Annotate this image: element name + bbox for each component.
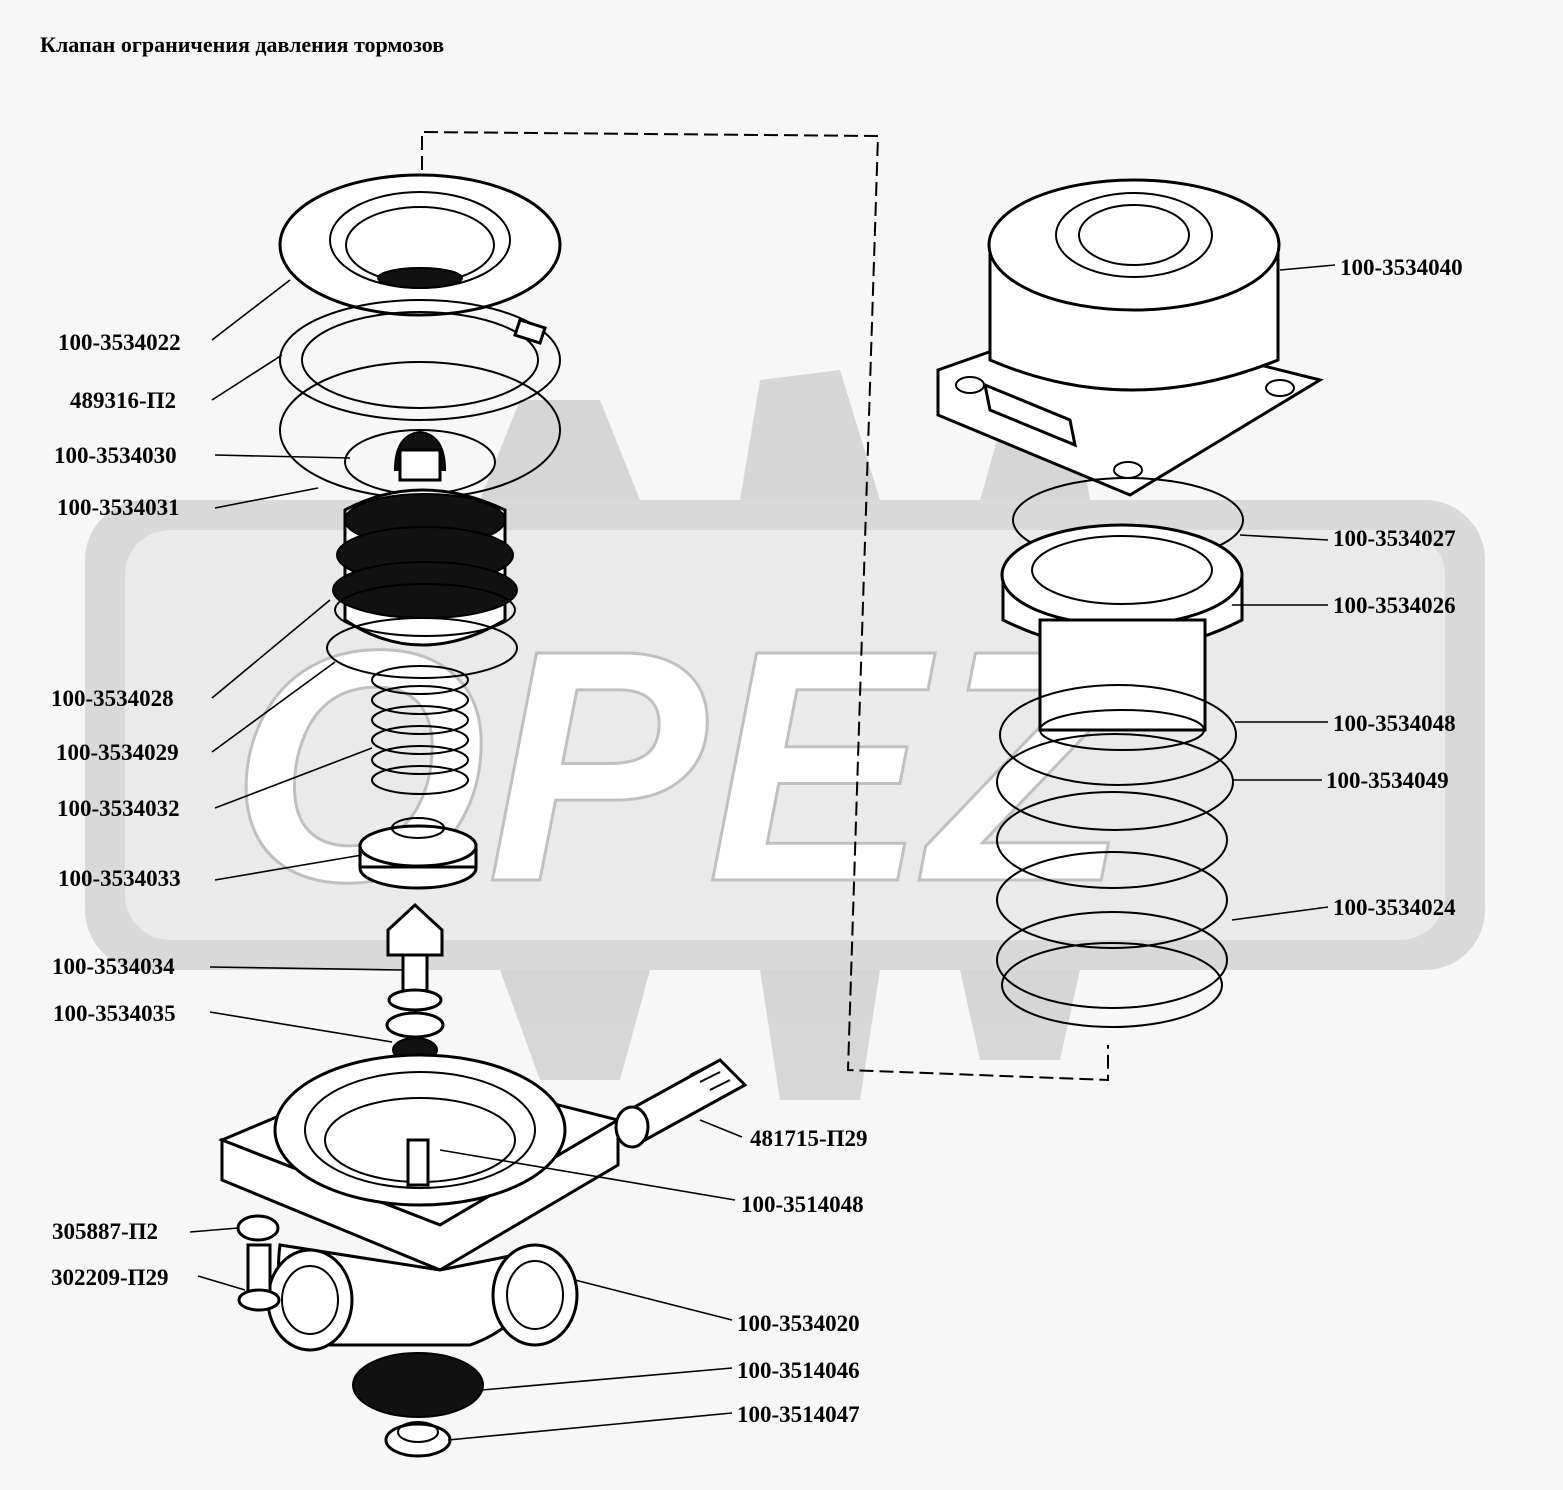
callout-481715-P29: 481715-П29 bbox=[750, 1126, 868, 1151]
callout-100-3534035: 100-3534035 bbox=[53, 1001, 176, 1026]
assembly-link-line bbox=[421, 130, 1109, 1082]
part-100-3534034-pin bbox=[386, 902, 444, 1012]
callout-100-3514048: 100-3514048 bbox=[741, 1192, 864, 1217]
watermark-gear-teeth bbox=[480, 370, 1090, 500]
callout-100-3514046: 100-3514046 bbox=[737, 1358, 860, 1383]
callout-100-3534027: 100-3534027 bbox=[1333, 526, 1456, 551]
callout-100-3534020: 100-3534020 bbox=[737, 1311, 860, 1336]
callout-489316-P2: 489316-П2 bbox=[70, 388, 176, 413]
part-100-3534024-spring bbox=[996, 791, 1228, 1028]
part-100-3534032-spring bbox=[371, 665, 469, 795]
part-100-3514047-cap bbox=[384, 1421, 452, 1458]
callout-100-3534030: 100-3534030 bbox=[54, 443, 177, 468]
callout-100-3534034: 100-3534034 bbox=[52, 954, 175, 979]
part-100-3534040-cover bbox=[936, 178, 1324, 497]
callout-100-3534031: 100-3534031 bbox=[57, 495, 180, 520]
part-305887-P2-washer bbox=[236, 1214, 280, 1242]
callout-labels: 100-3534040 100-3534022 489316-П2 100-35… bbox=[51, 255, 1463, 1427]
part-302209-P29-bolt bbox=[237, 1243, 281, 1312]
part-481715-P29-nipple bbox=[614, 1058, 748, 1149]
callout-100-3534022: 100-3534022 bbox=[58, 330, 181, 355]
page-title: Клапан ограничения давления тормозов bbox=[40, 32, 445, 57]
callout-305887-P2: 305887-П2 bbox=[52, 1219, 158, 1244]
leader-lines bbox=[189, 264, 1336, 1441]
callout-100-3534033: 100-3534033 bbox=[58, 866, 181, 891]
part-100-3534028-piston bbox=[332, 488, 518, 647]
callout-100-3534028: 100-3534028 bbox=[51, 686, 174, 711]
callout-100-3534024: 100-3534024 bbox=[1333, 895, 1456, 920]
part-100-3534033-seat bbox=[358, 817, 478, 890]
callout-302209-P29: 302209-П29 bbox=[51, 1265, 169, 1290]
callout-100-3534026: 100-3534026 bbox=[1333, 593, 1456, 618]
callout-100-3514047: 100-3514047 bbox=[737, 1402, 860, 1427]
watermark-text: OPEZ bbox=[230, 581, 1143, 950]
part-100-3534049-washer bbox=[996, 733, 1234, 831]
part-100-3534020-body bbox=[218, 1053, 622, 1352]
part-489316-P2-circlip bbox=[279, 299, 561, 421]
callout-100-3534032: 100-3534032 bbox=[57, 796, 180, 821]
part-100-3534048-spring-seat bbox=[999, 684, 1237, 786]
callout-100-3534040: 100-3534040 bbox=[1340, 255, 1463, 280]
part-100-3534029-oring bbox=[326, 617, 518, 679]
watermark: OPEZ bbox=[85, 370, 1485, 1100]
part-100-3534026-piston bbox=[1000, 523, 1244, 751]
callout-100-3534049: 100-3534049 bbox=[1326, 768, 1449, 793]
part-100-3534030-valve bbox=[344, 429, 496, 495]
callout-100-3534029: 100-3534029 bbox=[56, 740, 179, 765]
callout-100-3534048: 100-3534048 bbox=[1333, 711, 1456, 736]
part-100-3534022-ring bbox=[278, 173, 562, 317]
part-100-3514046-diaphragm bbox=[352, 1352, 484, 1418]
